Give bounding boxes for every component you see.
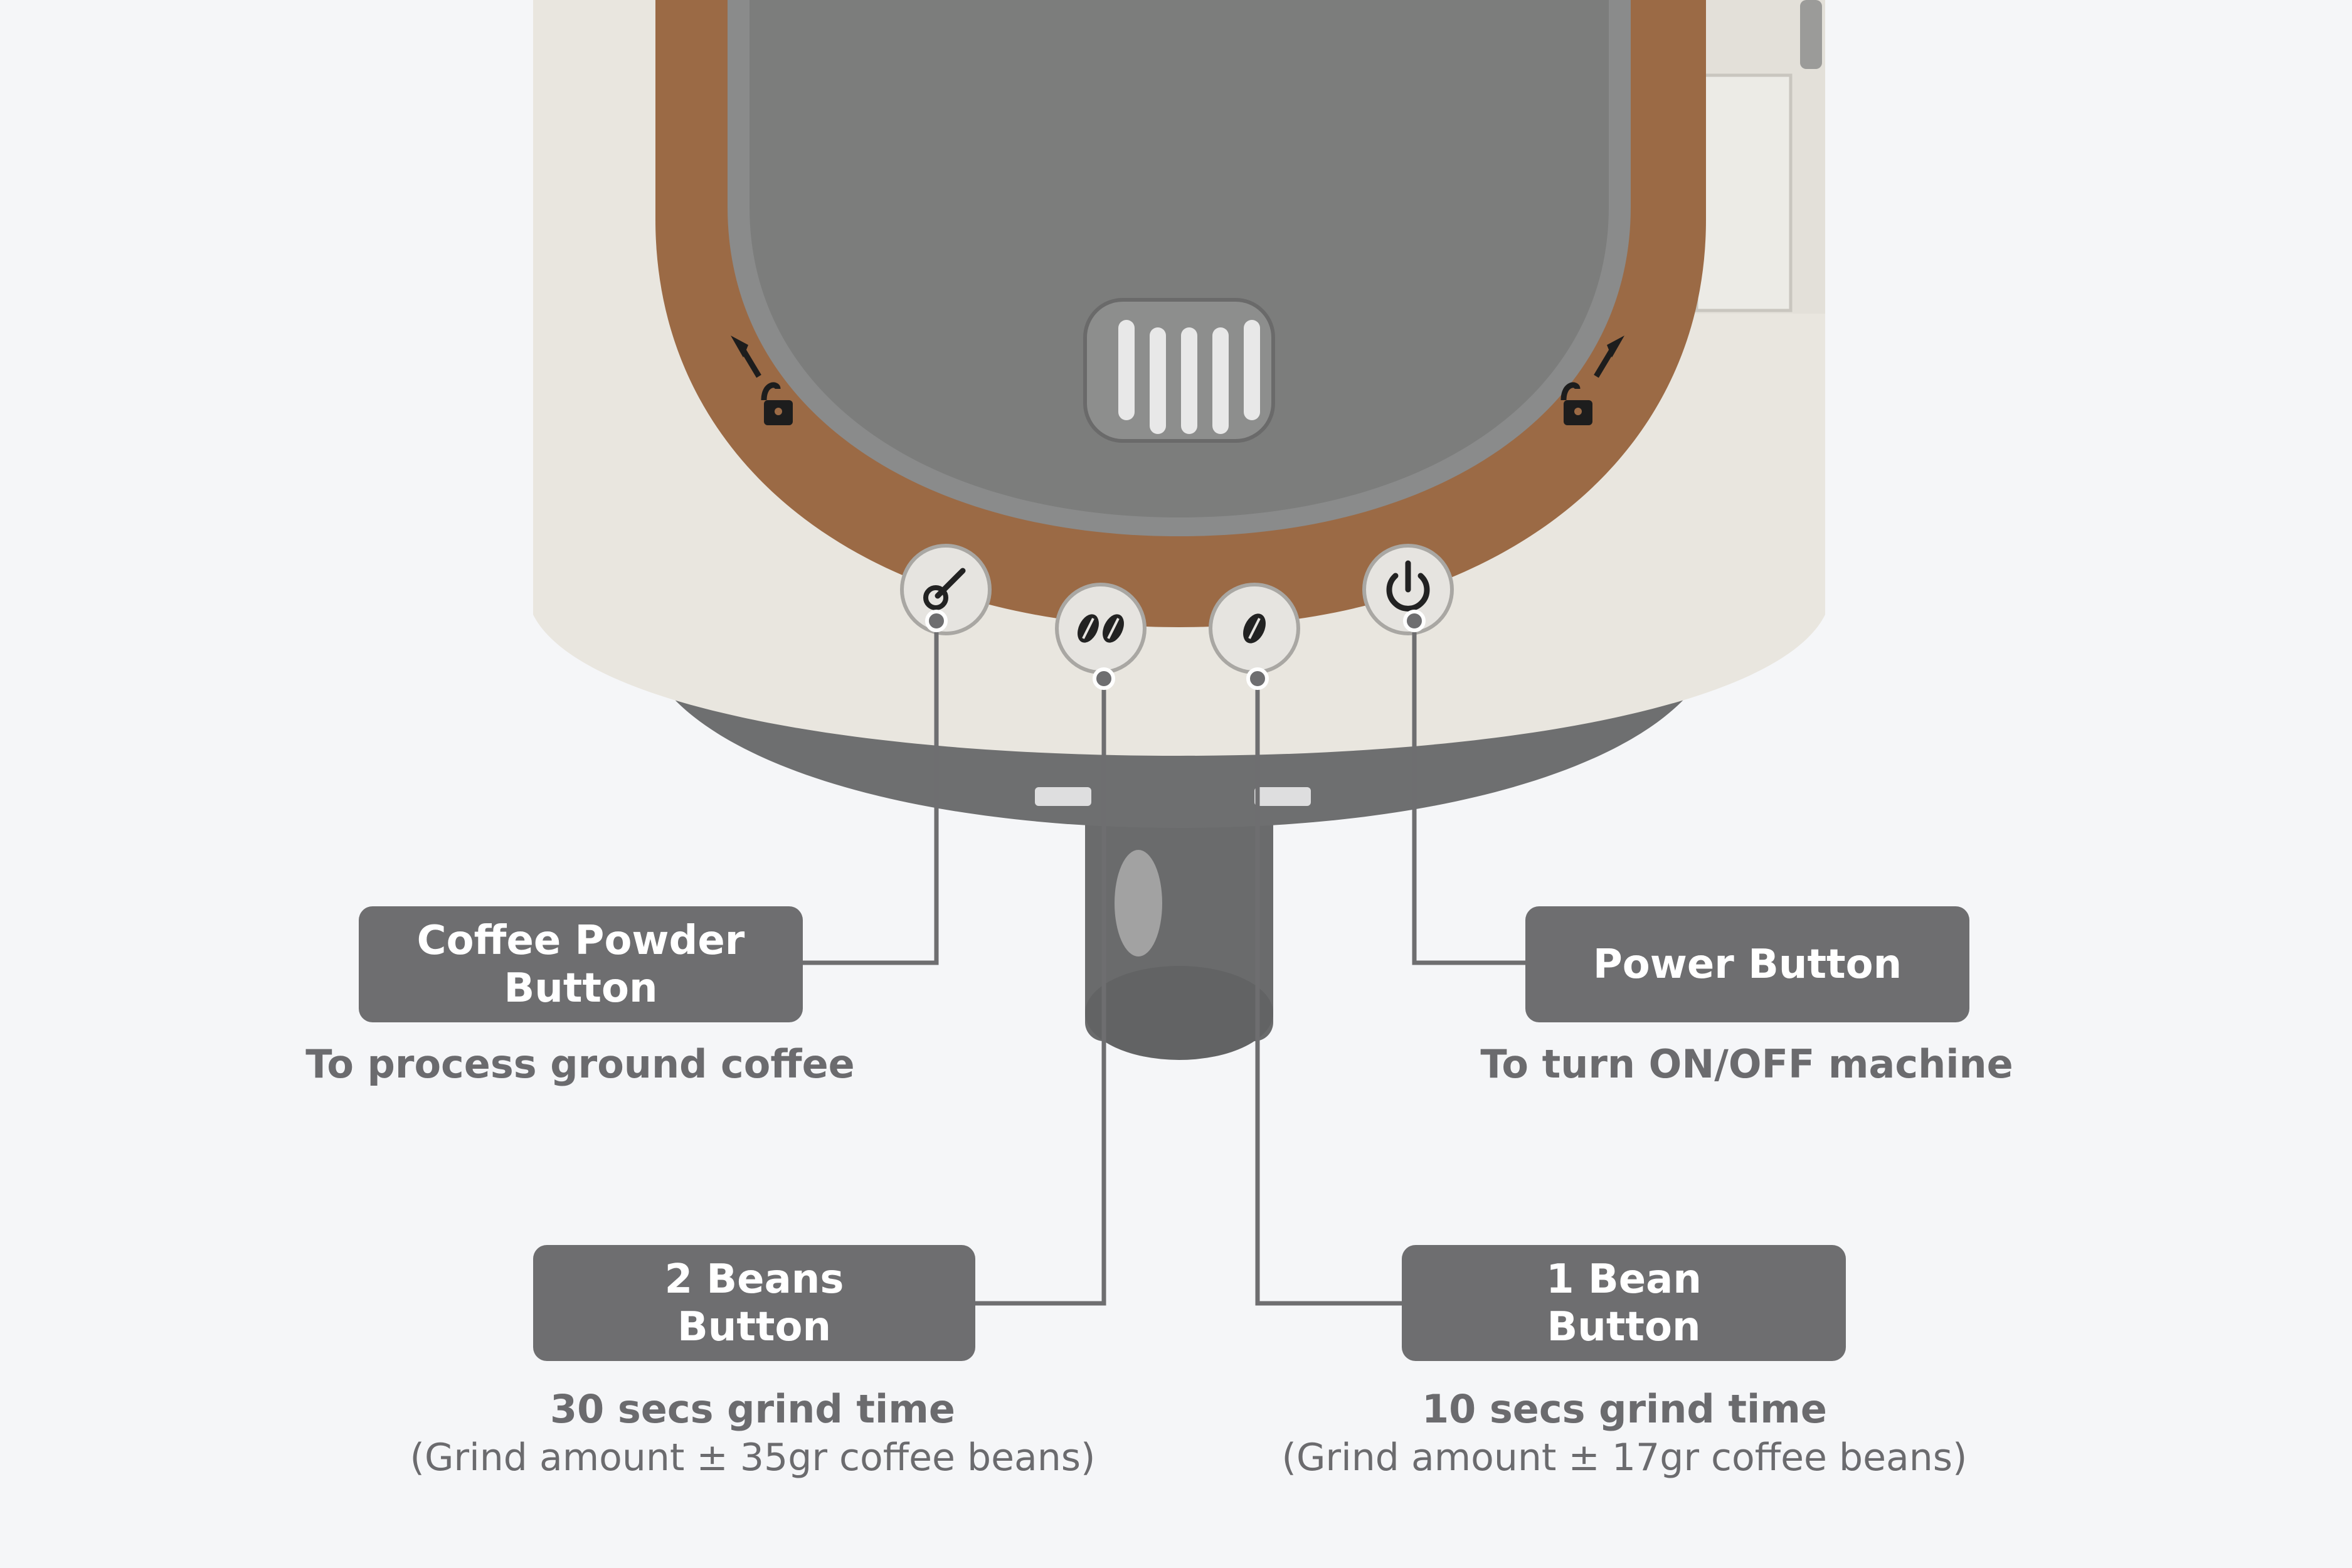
- bean-icon: [1243, 613, 1266, 644]
- one-bean-label-line1: 1 Bean: [1546, 1256, 1702, 1303]
- vent-slot-5: [1244, 320, 1260, 420]
- hopper-lid: [750, 0, 1609, 517]
- dot-two-beans: [1093, 667, 1115, 690]
- spout-highlight: [1115, 850, 1162, 956]
- side-knob: [1800, 0, 1822, 69]
- coffee-powder-label-line2: Button: [504, 965, 658, 1012]
- power-icon: [1386, 560, 1430, 612]
- unlock-icon: [731, 336, 793, 425]
- two-beans-description: 30 secs grind time (Grind amount ± 35gr …: [364, 1386, 1142, 1480]
- one-bean-grind-time: 10 secs grind time: [1422, 1386, 1827, 1432]
- coffee-powder-label-line1: Coffee Powder: [416, 917, 745, 964]
- unlock-icon: [1560, 336, 1624, 425]
- power-label: Power Button: [1525, 906, 1969, 1022]
- vent-slot-4: [1212, 327, 1229, 434]
- leader-power: [1412, 621, 1525, 965]
- dot-coffee-powder: [925, 610, 948, 632]
- side-slot: [1695, 73, 1793, 312]
- coffee-powder-label: Coffee Powder Button: [359, 906, 803, 1022]
- leader-one-bean: [1255, 679, 1402, 1306]
- power-button[interactable]: [1362, 544, 1454, 635]
- two-beans-label-line1: 2 Beans: [664, 1256, 844, 1303]
- one-bean-description: 10 secs grind time (Grind amount ± 17gr …: [1236, 1386, 2013, 1480]
- two-beans-icon: [1078, 614, 1124, 643]
- coffee-powder-description: To process ground coffee: [305, 1041, 855, 1087]
- one-bean-grind-amount: (Grind amount ± 17gr coffee beans): [1281, 1436, 1968, 1480]
- one-bean-label: 1 Bean Button: [1402, 1245, 1846, 1361]
- spout-bottom: [1085, 966, 1273, 1060]
- dot-power: [1403, 610, 1426, 632]
- one-bean-label-line2: Button: [1547, 1303, 1701, 1350]
- two-beans-label-line2: Button: [677, 1303, 832, 1350]
- leader-lines: [803, 621, 1525, 1306]
- leader-coffee-powder: [803, 621, 939, 965]
- brand-mark-left: [1035, 787, 1091, 806]
- leader-two-beans: [975, 679, 1106, 1306]
- dot-one-bean: [1246, 667, 1269, 690]
- power-description: To turn ON/OFF machine: [1480, 1041, 2013, 1087]
- vent-slot-3: [1181, 327, 1197, 434]
- two-beans-grind-amount: (Grind amount ± 35gr coffee beans): [410, 1436, 1096, 1480]
- vent-slot-2: [1150, 327, 1166, 434]
- coffee-powder-button[interactable]: [900, 544, 992, 635]
- two-beans-label: 2 Beans Button: [533, 1245, 975, 1361]
- power-label-line1: Power Button: [1592, 941, 1902, 988]
- leader-dots: [925, 610, 1426, 690]
- brand-mark-right: [1254, 787, 1311, 806]
- vent-slot-1: [1118, 320, 1135, 420]
- two-beans-button[interactable]: [1055, 583, 1147, 674]
- one-bean-button[interactable]: [1209, 583, 1300, 674]
- two-beans-grind-time: 30 secs grind time: [550, 1386, 955, 1432]
